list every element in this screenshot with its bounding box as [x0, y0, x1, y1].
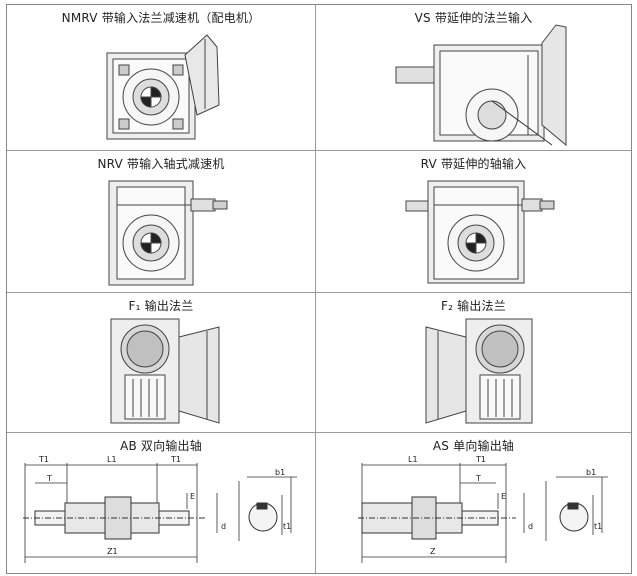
dim-l1: L1 — [408, 455, 418, 464]
dim-t1-vertical: t1 — [594, 522, 602, 531]
panel-rv: RV 带延伸的轴输入 — [316, 151, 631, 293]
panel-caption: F₂ 输出法兰 — [441, 299, 506, 313]
panel-f2: F₂ 输出法兰 — [316, 293, 631, 433]
dim-e: E — [501, 492, 506, 501]
dim-z: Z — [430, 547, 436, 556]
panel-caption: VS 带延伸的法兰输入 — [414, 11, 533, 25]
dim-t: T — [46, 474, 52, 483]
panel-vs: VS 带延伸的法兰输入 — [316, 5, 631, 151]
dim-t1-right: T1 — [170, 455, 181, 464]
panel-caption: AB 双向输出轴 — [120, 439, 202, 453]
dim-b1: b1 — [586, 468, 596, 477]
panel-ab: AB 双向输出轴 — [7, 433, 316, 573]
panel-caption: NMRV 带输入法兰减速机（配电机） — [61, 11, 261, 25]
panel-nrv: NRV 带输入轴式减速机 — [7, 151, 316, 293]
nrv-drawing — [108, 180, 228, 286]
as-drawing: L1 T1 T E d Z b1 t1 — [358, 455, 608, 563]
dim-t1-vertical: t1 — [283, 522, 291, 531]
dim-b1: b1 — [275, 468, 285, 477]
nmrv-drawing — [106, 34, 220, 140]
dim-z1: Z1 — [107, 547, 118, 556]
panel-nmrv: NMRV 带输入法兰减速机（配电机） — [7, 5, 316, 151]
rv-drawing — [405, 180, 555, 284]
panel-f1: F₁ 输出法兰 — [7, 293, 316, 433]
diagram-sheet: NMRV 带输入法兰减速机（配电机） VS 带延伸的法兰输入 — [6, 4, 632, 574]
dim-t: T — [475, 474, 481, 483]
panel-caption: RV 带延伸的轴输入 — [420, 157, 527, 171]
dim-d: d — [528, 522, 533, 531]
panel-caption: NRV 带输入轴式减速机 — [97, 157, 225, 171]
dim-t1-left: T1 — [38, 455, 49, 464]
dim-t1: T1 — [475, 455, 486, 464]
f1-drawing — [110, 318, 220, 424]
f2-drawing — [425, 318, 533, 424]
panel-as: AS 单向输出轴 — [316, 433, 631, 573]
panel-caption: AS 单向输出轴 — [432, 439, 515, 453]
panel-caption: F₁ 输出法兰 — [128, 299, 194, 313]
ab-drawing: T1 L1 T1 T E d Z1 b1 t1 — [23, 455, 297, 563]
dim-e: E — [190, 492, 195, 501]
dim-l1: L1 — [107, 455, 117, 464]
vs-drawing — [395, 24, 567, 147]
dim-d: d — [221, 522, 226, 531]
